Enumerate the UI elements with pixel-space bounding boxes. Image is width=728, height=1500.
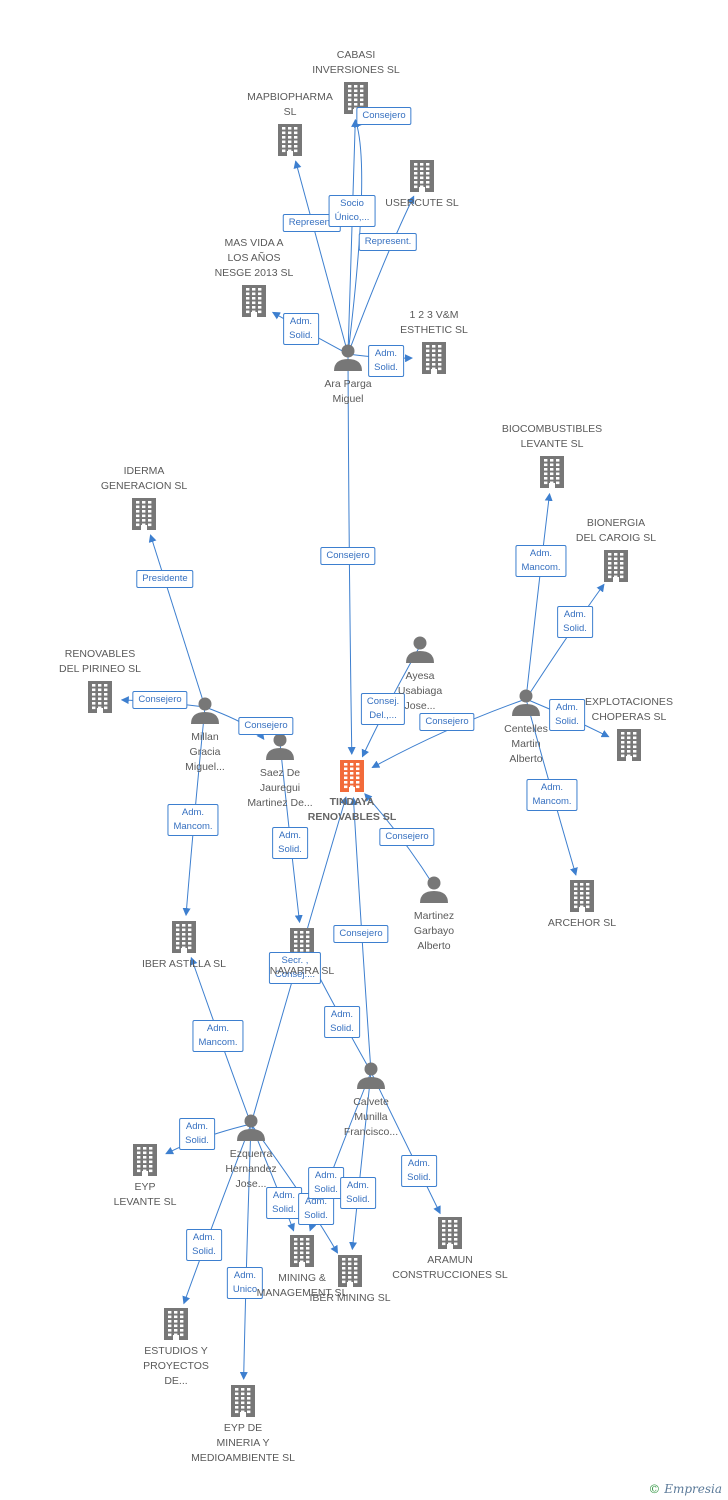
building-icon[interactable] bbox=[133, 1144, 157, 1176]
edge-calvete-aramun bbox=[370, 1071, 441, 1215]
person-icon[interactable] bbox=[357, 1062, 385, 1090]
edge-ara-cabasi bbox=[347, 118, 360, 355]
node-label: EYP DE MINERIA Y MEDIOAMBIENTE SL bbox=[191, 1422, 295, 1464]
edge-millan-iderma bbox=[148, 534, 206, 708]
edge-label[interactable]: Adm. Solid. bbox=[272, 827, 308, 859]
edge-label[interactable]: Adm. Solid. bbox=[179, 1118, 215, 1150]
building-icon[interactable] bbox=[164, 1308, 188, 1340]
node-label: IBER ASTILLA SL bbox=[141, 958, 227, 970]
node-label: EYP LEVANTE SL bbox=[113, 1181, 177, 1208]
person-icon[interactable] bbox=[512, 689, 540, 717]
edge-label[interactable]: Consej. Del.,... bbox=[360, 693, 406, 725]
node-label: IBER MINING SL bbox=[309, 1292, 391, 1304]
building-icon[interactable] bbox=[231, 1385, 255, 1417]
edge-label[interactable]: Adm. Solid. bbox=[186, 1229, 222, 1261]
node-label: Martinez Garbayo Alberto bbox=[413, 910, 455, 952]
node-label: BIONERGIA DEL CAROIG SL bbox=[575, 517, 657, 544]
building-icon[interactable] bbox=[410, 160, 434, 192]
edge-label[interactable]: Adm. Solid. bbox=[401, 1155, 437, 1187]
person-icon[interactable] bbox=[237, 1114, 265, 1142]
node-label: Millan Gracia Miguel... bbox=[185, 731, 225, 773]
building-icon[interactable] bbox=[132, 498, 156, 530]
edge-label[interactable]: Adm. Solid. bbox=[266, 1187, 302, 1219]
node-label: ARAMUN CONSTRUCCIONES SL bbox=[392, 1254, 508, 1281]
building-icon[interactable] bbox=[340, 760, 364, 792]
edge-label[interactable]: Consejero bbox=[356, 107, 412, 125]
building-icon[interactable] bbox=[172, 921, 196, 953]
node-label: ARCEHOR SL bbox=[547, 917, 617, 929]
node-label: BIOCOMBUSTIBLES LEVANTE SL bbox=[501, 423, 603, 450]
edge-ara-mapbio bbox=[293, 160, 349, 355]
edge-label[interactable]: Adm. Solid. bbox=[340, 1177, 376, 1209]
person-icon[interactable] bbox=[191, 697, 219, 725]
edge-label[interactable]: Adm. Mancom. bbox=[526, 779, 578, 811]
node-label: Calvete Munilla Francisco... bbox=[343, 1096, 399, 1138]
edge-calvete-ibermining bbox=[349, 1071, 372, 1251]
building-icon[interactable] bbox=[604, 550, 628, 582]
edge-label[interactable]: Adm. Solid. bbox=[324, 1006, 360, 1038]
edge-label[interactable]: Adm. Solid. bbox=[557, 606, 593, 638]
edge-label[interactable]: Consejero bbox=[132, 691, 188, 709]
node-label: TINDAYA RENOVABLES SL bbox=[307, 796, 397, 823]
edge-centelles-biocomb bbox=[525, 492, 553, 700]
node-label: Centelles Martin Alberto bbox=[504, 723, 548, 765]
edge-ezquerra-estudios bbox=[182, 1123, 252, 1305]
node-label: MINING & MANAGEMENT SL bbox=[256, 1272, 348, 1299]
building-icon[interactable] bbox=[88, 681, 112, 713]
edge-label[interactable]: Consejero bbox=[333, 925, 389, 943]
building-icon[interactable] bbox=[422, 342, 446, 374]
node-label: NAVARRA SL bbox=[269, 965, 335, 977]
edge-label[interactable]: Adm. Mancom. bbox=[167, 804, 219, 836]
edge-label[interactable]: Consejero bbox=[320, 547, 376, 565]
edge-label[interactable]: Consejero bbox=[238, 717, 294, 735]
edge-label[interactable]: Adm. Solid. bbox=[549, 699, 585, 731]
edge-label[interactable]: Adm. Mancom. bbox=[192, 1020, 244, 1052]
node-label: Ezquerra Hernandez Jose... bbox=[225, 1148, 277, 1190]
edge-ara-usercute bbox=[347, 195, 415, 355]
edge-label[interactable]: Adm. Mancom. bbox=[515, 545, 567, 577]
edge-label[interactable]: Secr. , Consej.... bbox=[268, 952, 322, 984]
edge-label[interactable]: Adm. Solid. bbox=[283, 313, 319, 345]
building-icon[interactable] bbox=[278, 124, 302, 156]
building-icon[interactable] bbox=[338, 1255, 362, 1287]
building-icon[interactable] bbox=[242, 285, 266, 317]
edge-label[interactable]: Consejero bbox=[419, 713, 475, 731]
edge-label[interactable]: Represent. bbox=[358, 233, 418, 251]
node-label: 1 2 3 V&M ESTHETIC SL bbox=[400, 309, 468, 336]
node-label: EXPLOTACIONES CHOPERAS SL bbox=[585, 696, 673, 723]
node-label: Ayesa Usabiaga Jose... bbox=[397, 670, 443, 712]
person-icon[interactable] bbox=[334, 344, 362, 372]
node-label: Saez De Jauregui Martinez De... bbox=[247, 767, 313, 809]
node-label: MAPBIOPHARMA SL bbox=[247, 91, 333, 118]
building-icon[interactable] bbox=[540, 456, 564, 488]
credit: © Empresia bbox=[648, 1482, 722, 1496]
building-icon[interactable] bbox=[438, 1217, 462, 1249]
building-icon[interactable] bbox=[570, 880, 594, 912]
edge-centelles-bionergia bbox=[525, 583, 605, 700]
edge-label[interactable]: Socio Único,... bbox=[328, 195, 376, 227]
edge-ezquerra-eypmineria bbox=[239, 1123, 252, 1381]
node-label: USERCUTE SL bbox=[385, 197, 459, 209]
edge-label[interactable]: Adm. Solid. bbox=[308, 1167, 344, 1199]
person-icon[interactable] bbox=[420, 876, 448, 904]
edge-label[interactable]: Adm. Unico bbox=[226, 1267, 264, 1299]
node-label: ESTUDIOS Y PROYECTOS DE... bbox=[143, 1345, 209, 1387]
edge-label[interactable]: Consejero bbox=[379, 828, 435, 846]
node-label: MAS VIDA A LOS AÑOS NESGE 2013 SL bbox=[214, 237, 294, 279]
person-icon[interactable] bbox=[266, 733, 294, 761]
edge-label[interactable]: Presidente bbox=[136, 570, 194, 588]
node-label: Ara Parga Miguel bbox=[324, 378, 372, 405]
node-label: RENOVABLES DEL PIRINEO SL bbox=[59, 648, 141, 675]
building-icon[interactable] bbox=[617, 729, 641, 761]
person-icon[interactable] bbox=[406, 636, 434, 664]
node-label: IDERMA GENERACION SL bbox=[100, 465, 188, 492]
node-label: CABASI INVERSIONES SL bbox=[312, 49, 400, 76]
edge-label[interactable]: Adm. Solid. bbox=[368, 345, 404, 377]
building-icon[interactable] bbox=[290, 1235, 314, 1267]
